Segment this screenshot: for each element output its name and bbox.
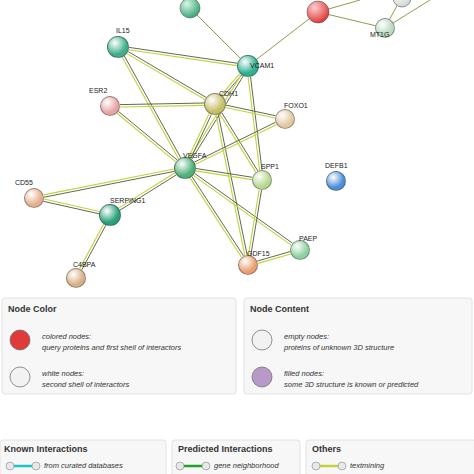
protein-node: ESR2 (100, 96, 120, 116)
legend-text: gene neighborhood (214, 461, 279, 470)
node-label: IL15 (116, 27, 130, 35)
legend-text: filled nodes: (284, 369, 324, 378)
protein-node: C4BPA (66, 268, 86, 288)
node-label: DEFB1 (325, 162, 348, 170)
protein-node: CDH1 (204, 93, 226, 115)
node-label: CD55 (15, 179, 33, 187)
protein-node: IL15 (107, 36, 129, 58)
interaction-edge (120, 103, 204, 107)
node-label: PAEP (299, 235, 317, 243)
interaction-edge (43, 199, 99, 214)
legend-heading: query proteins and first shell of intera… (42, 343, 181, 352)
node-label: MT1G (370, 31, 389, 39)
protein-node: SPP1 (252, 170, 272, 190)
legend-swatch (252, 330, 272, 350)
cut-off-edges (190, 0, 430, 66)
node-label: CDH1 (219, 90, 238, 98)
interaction-edge (196, 169, 253, 180)
node-label: SPP1 (261, 163, 279, 171)
legend-heading: Others (312, 444, 341, 454)
legend-text: colored nodes: (42, 332, 91, 341)
legend-text: white nodes: (42, 369, 84, 378)
legend-heading: second shell of interactors (42, 380, 129, 389)
interaction-edge (193, 173, 292, 245)
protein-node: VCAM1 (237, 55, 259, 77)
legend-swatch (176, 462, 210, 470)
protein-node: FOXO1 (275, 109, 295, 129)
legend-panel (2, 298, 236, 394)
legend-text: empty nodes: (284, 332, 329, 341)
cut-off-node (180, 0, 200, 18)
cut-off-node (393, 0, 411, 7)
legend-heading: Predicted Interactions (178, 444, 273, 454)
interaction-edge (129, 47, 238, 65)
legend-heading: Node Color (8, 304, 57, 314)
protein-node: PAEP (290, 240, 310, 260)
legend-swatch (252, 367, 272, 387)
node-label: C4BPA (73, 261, 95, 269)
legend-swatch (10, 330, 30, 350)
legend-swatch (312, 462, 346, 470)
interaction-edge (248, 190, 261, 256)
node-label: FOXO1 (284, 102, 308, 110)
protein-node: VEGFA (174, 157, 196, 179)
interaction-edge (194, 122, 276, 164)
cut-off-node (307, 1, 329, 23)
protein-node: SERPING1 (99, 204, 121, 226)
protein-node: GDF15 (238, 255, 258, 275)
legend-panel (244, 298, 472, 394)
interaction-edge (44, 169, 175, 197)
legend-swatch (6, 462, 40, 470)
interaction-edge (127, 52, 206, 100)
node-label: SERPING1 (110, 197, 145, 205)
node-label: VCAM1 (250, 62, 274, 70)
interaction-edge (117, 111, 177, 161)
legend-text: textmining (350, 461, 384, 470)
legend-swatch (10, 367, 30, 387)
interaction-edge (226, 105, 276, 118)
legend-heading: some 3D structure is known or predicted (284, 380, 418, 389)
interaction-edge (216, 115, 247, 256)
legend-heading: Known Interactions (4, 444, 88, 454)
legend-panel (0, 440, 166, 474)
legend-text: from curated databases (44, 461, 123, 470)
protein-node: CD55 (24, 188, 44, 208)
protein-node: DEFB1 (326, 171, 346, 191)
legend-panel (172, 440, 300, 474)
interaction-edge (189, 113, 212, 158)
legend-heading: proteins of unknown 3D structure (284, 343, 394, 352)
interaction-edge (122, 56, 180, 159)
interaction-edge (248, 77, 262, 170)
legend-heading: Node Content (250, 304, 309, 314)
node-label: ESR2 (89, 87, 107, 95)
legend-panel (306, 440, 474, 474)
protein-node: MT1G (375, 18, 395, 38)
node-label: VEGFA (183, 152, 206, 160)
node-label: GDF15 (247, 250, 270, 258)
